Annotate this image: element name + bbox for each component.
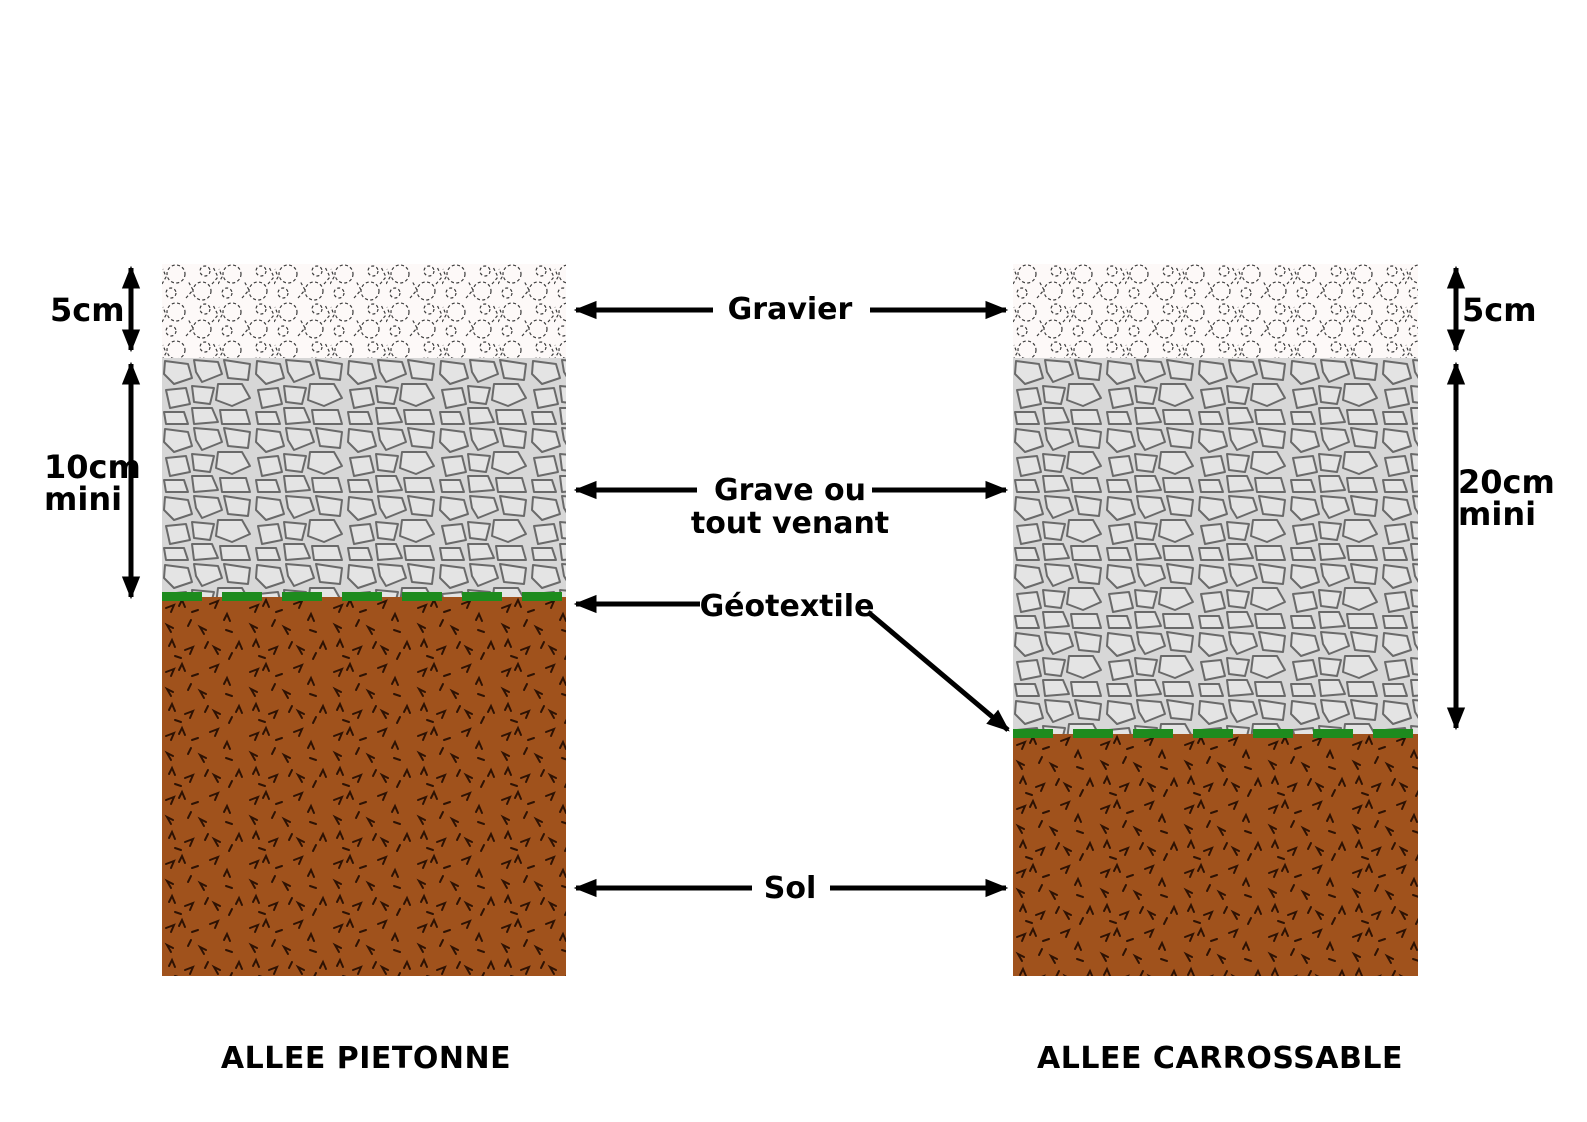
label-grave-line1: Grave ou	[714, 473, 866, 508]
right-geotextile-line	[1013, 729, 1418, 738]
title-allee-pietonne: ALLEE PIETONNE	[220, 1041, 512, 1076]
geotextile-arrow-diagonal	[866, 610, 1010, 732]
left-grave-layer	[162, 358, 566, 597]
left-gravel-layer	[162, 264, 566, 358]
label-sol: Sol	[763, 871, 817, 906]
left-geotextile-line	[162, 592, 566, 601]
dim-10cm-mini: mini	[44, 480, 123, 518]
right-soil-layer	[1013, 734, 1418, 976]
dim-label-10cm-mini-left: 10cm mini	[44, 451, 141, 515]
dim-10cm-value: 10cm	[44, 448, 141, 486]
left-soil-layer	[162, 597, 566, 976]
left-profile-column	[162, 264, 566, 976]
dim-20cm-value: 20cm	[1458, 463, 1555, 501]
dim-label-20cm-mini-right: 20cm mini	[1458, 466, 1555, 530]
label-geotextile: Géotextile	[699, 589, 875, 624]
right-profile-column	[1013, 264, 1418, 976]
dim-20cm-mini: mini	[1458, 495, 1537, 533]
right-grave-layer	[1013, 358, 1418, 734]
label-gravier: Gravier	[727, 292, 853, 327]
right-gravel-layer	[1013, 264, 1418, 358]
label-grave-line2: tout venant	[690, 506, 890, 541]
dim-label-5cm-right: 5cm	[1462, 291, 1537, 329]
title-allee-carrossable: ALLEE CARROSSABLE	[1037, 1041, 1403, 1076]
dim-label-5cm-left: 5cm	[50, 291, 125, 329]
label-grave-ou-tout-venant: Grave ou tout venant	[691, 474, 889, 540]
